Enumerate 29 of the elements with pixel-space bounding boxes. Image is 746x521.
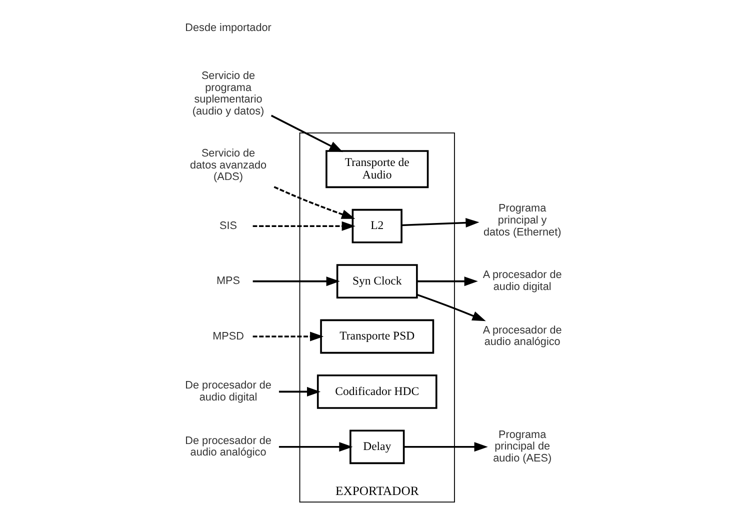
arrow — [278, 386, 320, 396]
node-text: MPS — [216, 275, 240, 288]
arrow — [404, 442, 488, 452]
arrow — [270, 114, 342, 152]
node-text: A procesador de audio analógico — [482, 324, 562, 348]
arrow — [252, 276, 340, 286]
node-text: De procesador de audio digital — [184, 380, 271, 404]
arrow — [273, 186, 355, 219]
node-box: Transporte PSD — [320, 319, 434, 354]
node-box: Transporte de Audio — [325, 150, 428, 188]
arrow — [401, 218, 479, 228]
node-text: Servicio de datos avanzado (ADS) — [189, 148, 266, 184]
node-text: SIS — [219, 220, 237, 232]
arrow — [416, 276, 478, 286]
arrow — [252, 332, 324, 342]
node-text: Programa principal y datos (Ethernet) — [482, 202, 561, 238]
node-text: Programa principal de audio (AES) — [492, 428, 552, 464]
node-box: L2 — [351, 208, 402, 244]
node-text: Servicio de programa suplementario (audio y datos) — [192, 70, 264, 118]
node-text: De procesador de audio analógico — [184, 434, 271, 459]
node-text: A procesador de audio digital — [482, 269, 562, 293]
node-text: MPSD — [212, 330, 244, 342]
arrow — [252, 221, 355, 231]
arrow — [416, 294, 486, 322]
node-box: Delay — [349, 430, 404, 464]
node-box: Syn Clock — [336, 264, 418, 298]
arrow — [278, 442, 352, 452]
label: Desde importador — [184, 22, 271, 34]
node-box: Codificador HDC — [316, 374, 437, 409]
